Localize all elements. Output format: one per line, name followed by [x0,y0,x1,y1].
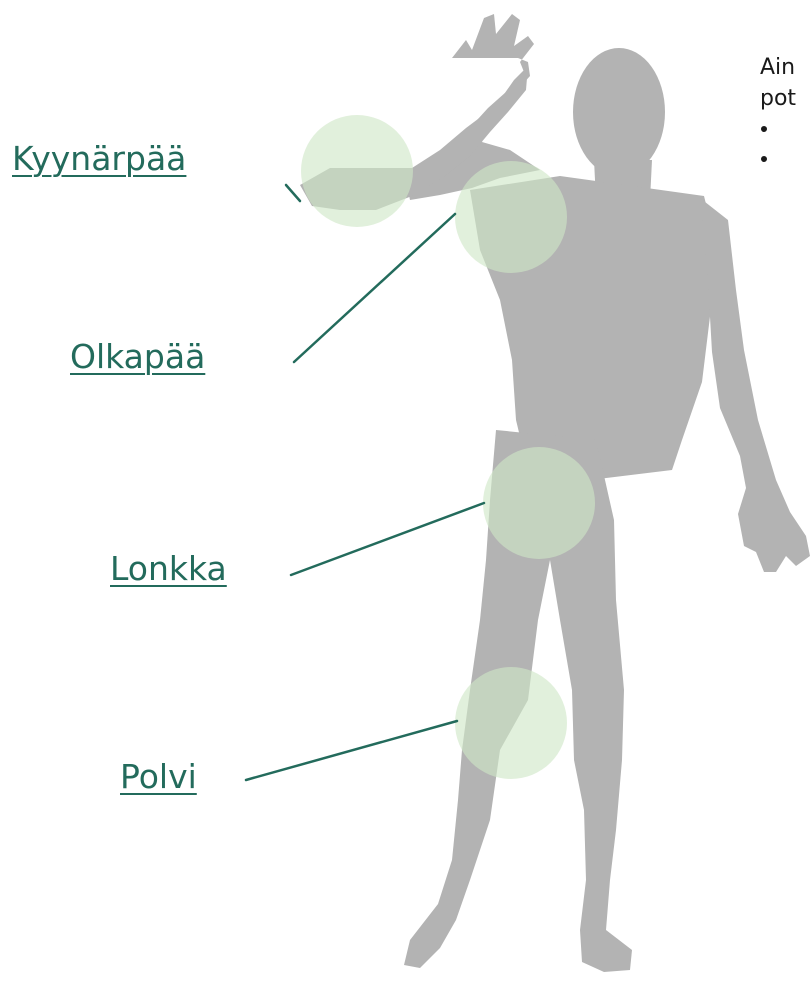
elbow-link[interactable]: Kyynärpää [12,139,186,179]
shoulder-link[interactable]: Olkapää [70,337,205,377]
list-item [760,114,810,144]
info-line-2: pot [760,83,810,114]
info-bullet-list [760,114,810,174]
list-item [760,144,810,174]
knee-link[interactable]: Polvi [120,757,197,797]
info-line-1: Ain [760,52,810,83]
info-panel: Ain pot [760,52,810,174]
hip-link[interactable]: Lonkka [110,549,227,589]
